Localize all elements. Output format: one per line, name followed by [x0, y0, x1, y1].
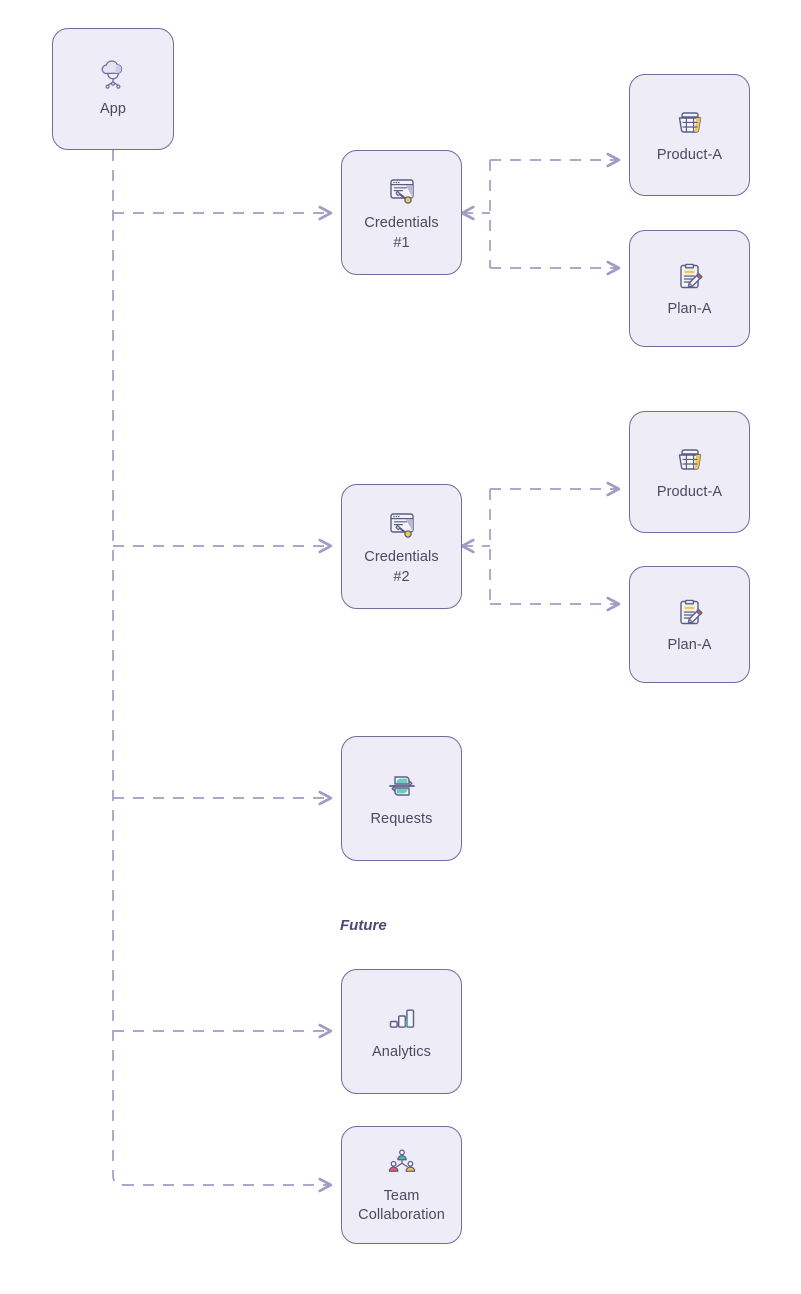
shopping-basket-icon: [672, 441, 708, 477]
node-label: Product-A: [656, 484, 723, 501]
section-label-future: Future: [340, 917, 387, 934]
node-plan-a-2[interactable]: Plan-A: [629, 566, 750, 683]
node-label: Analytics: [372, 1043, 431, 1060]
browser-key-icon: [384, 506, 420, 542]
shopping-basket-icon: [672, 104, 708, 140]
node-analytics[interactable]: Analytics: [341, 969, 462, 1094]
node-label: Plan-A: [667, 636, 712, 653]
team-people-icon: [384, 1145, 420, 1181]
node-product-a-2[interactable]: Product-A: [629, 411, 750, 533]
clipboard-pencil-icon: [672, 258, 708, 294]
node-label: Credentials #1: [364, 215, 439, 251]
cloud-network-icon: [95, 58, 131, 94]
bar-chart-icon: [384, 1001, 420, 1037]
node-plan-a-1[interactable]: Plan-A: [629, 230, 750, 347]
node-app[interactable]: App: [52, 28, 174, 150]
node-label: Plan-A: [667, 300, 712, 317]
exchange-sync-icon: [384, 768, 420, 804]
node-label: App: [99, 101, 127, 118]
clipboard-pencil-icon: [672, 594, 708, 630]
node-product-a-1[interactable]: Product-A: [629, 74, 750, 196]
node-label: Requests: [370, 810, 433, 827]
node-requests[interactable]: Requests: [341, 736, 462, 861]
node-label: Credentials #2: [364, 549, 439, 585]
node-credentials-2[interactable]: Credentials #2: [341, 484, 462, 609]
node-label: Product-A: [656, 147, 723, 164]
edge-app-trunk: [112, 150, 124, 1186]
browser-key-icon: [384, 172, 420, 208]
node-label: Team Collaboration: [358, 1187, 445, 1223]
node-credentials-1[interactable]: Credentials #1: [341, 150, 462, 275]
node-team-collaboration[interactable]: Team Collaboration: [341, 1126, 462, 1244]
